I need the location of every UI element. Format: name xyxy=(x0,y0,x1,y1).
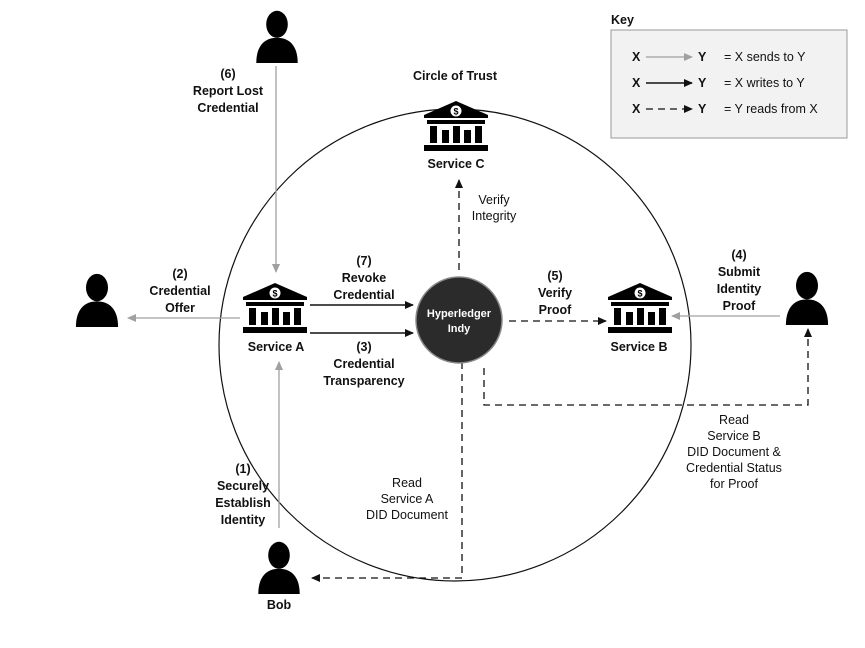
read-service-b-line5: for Proof xyxy=(710,477,758,491)
step7-line1: Revoke xyxy=(342,271,387,285)
bank-icon xyxy=(243,283,307,333)
read-service-a-line3: DID Document xyxy=(366,508,448,522)
bank-icon xyxy=(424,101,488,151)
step4-line3: Proof xyxy=(723,299,756,313)
step5-line1: Verify xyxy=(538,286,572,300)
read-service-a-line1: Read xyxy=(392,476,422,490)
arrow-read-service-a xyxy=(311,362,463,582)
step4-line1: Submit xyxy=(718,265,761,279)
step2-number: (2) xyxy=(172,267,187,281)
key-x-writes: X xyxy=(632,76,641,90)
step1-line1: Securely xyxy=(217,479,269,493)
key-writes-label: = X writes to Y xyxy=(724,76,805,90)
person-icon xyxy=(785,271,829,325)
bob-label: Bob xyxy=(267,598,292,612)
key-x-sends: X xyxy=(632,50,641,64)
step4-line2: Identity xyxy=(717,282,761,296)
hub-label-line2: Indy xyxy=(448,323,471,335)
step3-line1: Credential xyxy=(333,357,394,371)
key-reads-label: = Y reads from X xyxy=(724,102,818,116)
step2-line2: Offer xyxy=(165,301,195,315)
key-box xyxy=(610,29,848,139)
step1-line3: Identity xyxy=(221,513,265,527)
key-sends-label: = X sends to Y xyxy=(724,50,806,64)
service-b-label: Service B xyxy=(611,340,668,354)
service-a-label: Service A xyxy=(248,340,305,354)
step7-number: (7) xyxy=(356,254,371,268)
read-integrity-line1: Verify xyxy=(478,193,510,207)
read-service-b-line2: Service B xyxy=(707,429,761,443)
person-icon xyxy=(75,273,119,327)
step1-line2: Establish xyxy=(215,496,271,510)
step4-number: (4) xyxy=(731,248,746,262)
hyperledger-indy-hub xyxy=(415,276,503,364)
step3-number: (3) xyxy=(356,340,371,354)
step6-number: (6) xyxy=(220,67,235,81)
key-y-reads: Y xyxy=(698,102,707,116)
step6-line1: Report Lost xyxy=(193,84,264,98)
circle-title: Circle of Trust xyxy=(413,69,498,83)
read-service-b-line4: Credential Status xyxy=(686,461,782,475)
person-icon xyxy=(256,10,298,63)
read-service-a-line2: Service A xyxy=(381,492,434,506)
arrow-read-service-b xyxy=(483,328,812,406)
read-service-b-line1: Read xyxy=(719,413,749,427)
step6-line2: Credential xyxy=(197,101,258,115)
bank-icon xyxy=(608,283,672,333)
service-c-label: Service C xyxy=(428,157,485,171)
step3-line2: Transparency xyxy=(323,374,404,388)
key-y-sends: Y xyxy=(698,50,707,64)
key-x-reads: X xyxy=(632,102,641,116)
step2-line1: Credential xyxy=(149,284,210,298)
step7-line2: Credential xyxy=(333,288,394,302)
key-legend: X Y = X sends to Y X Y = X writes to Y X… xyxy=(610,29,848,139)
step1-number: (1) xyxy=(235,462,250,476)
key-title: Key xyxy=(611,13,634,27)
hub-label-line1: Hyperledger xyxy=(427,308,492,320)
read-integrity-line2: Integrity xyxy=(472,209,517,223)
key-y-writes: Y xyxy=(698,76,707,90)
step5-number: (5) xyxy=(547,269,562,283)
person-icon xyxy=(258,541,300,594)
step5-line2: Proof xyxy=(539,303,572,317)
read-service-b-line3: DID Document & xyxy=(687,445,781,459)
